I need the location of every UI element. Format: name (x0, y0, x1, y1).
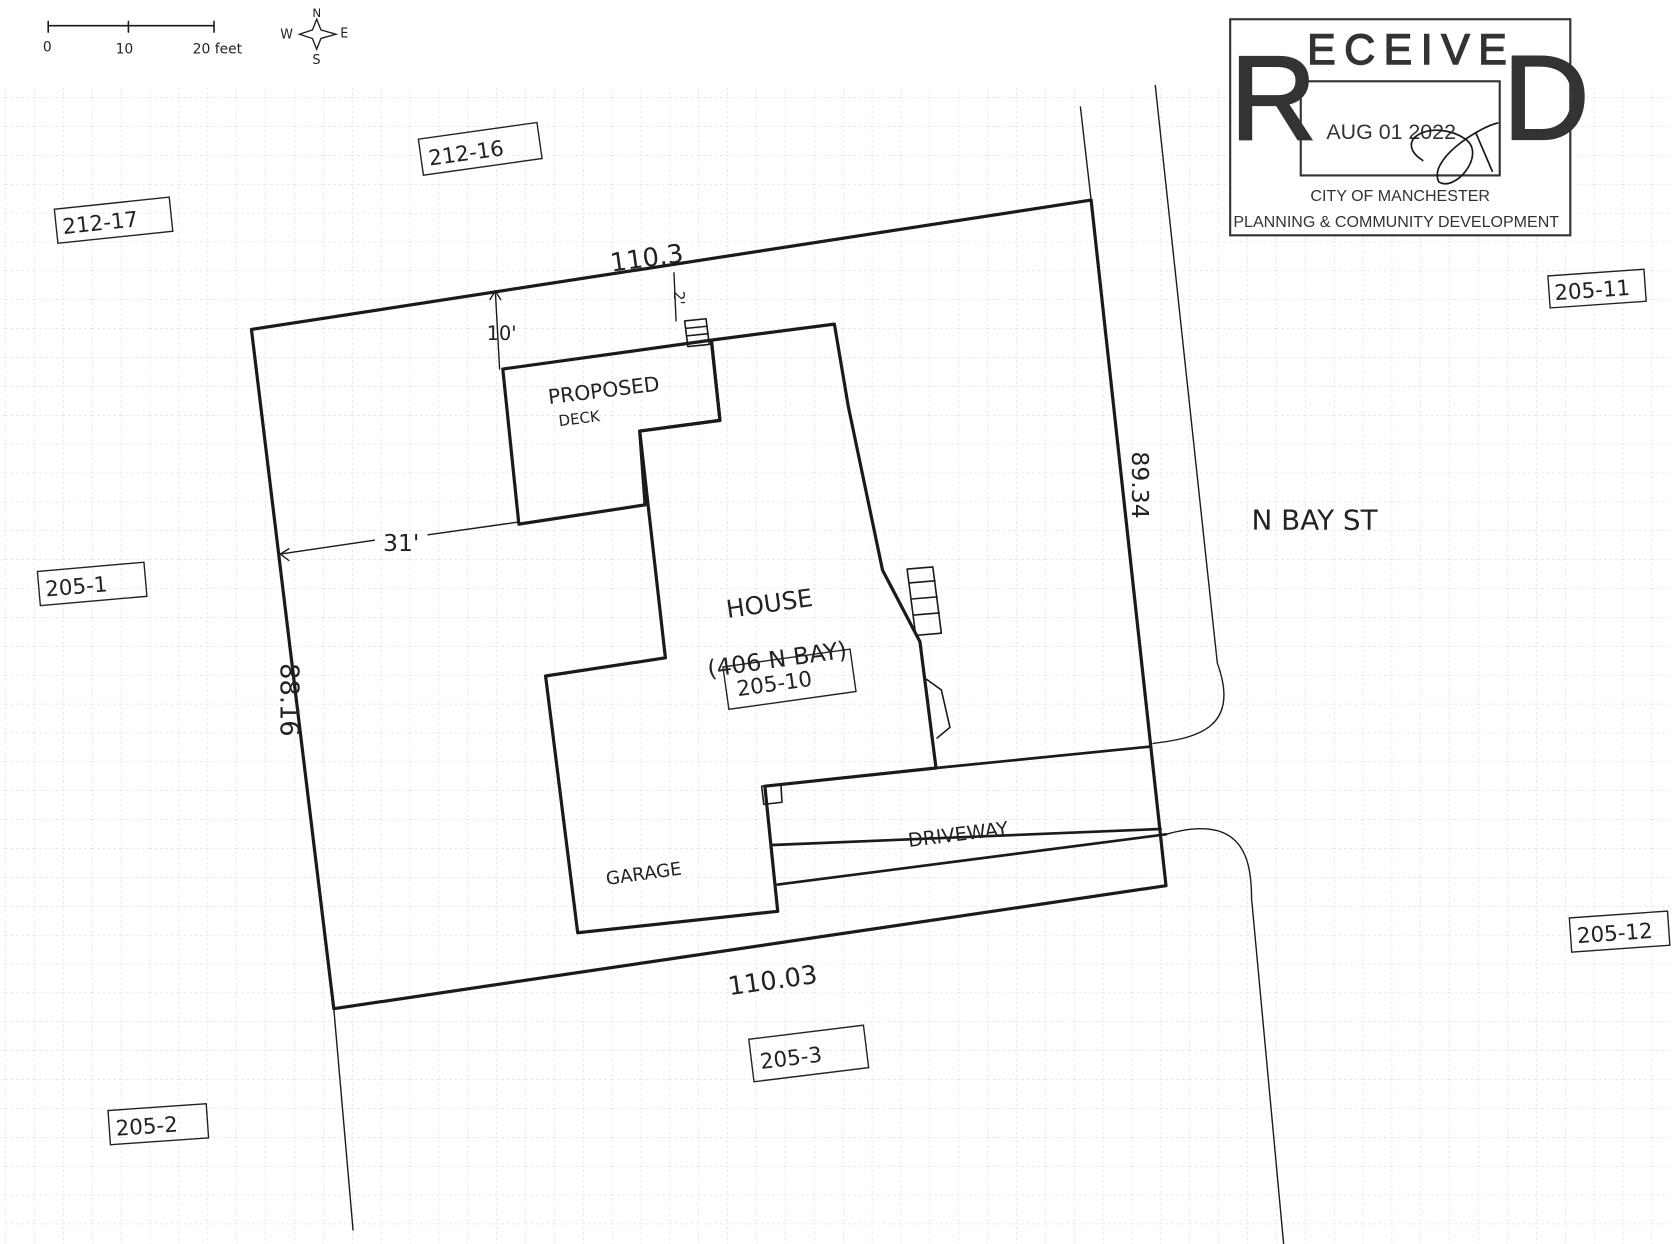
compass-rose-icon: N S E W (280, 6, 348, 68)
date-label: AUG 01 2022 (1326, 120, 1456, 144)
street-edge (333, 84, 1285, 1244)
parcel-labels: 212-16 212-17 205-11 205-1 205-12 205-3 … (36, 121, 1671, 1146)
w-label: W (280, 28, 293, 43)
big-r-label: R (1230, 32, 1317, 165)
0-label: 0 (43, 39, 52, 55)
p205-2-label: 205-2 (115, 1112, 179, 1141)
p205-11-label: 205-11 (1554, 276, 1631, 306)
signature (1410, 122, 1499, 185)
line1-label: CITY OF MANCHESTER (1310, 187, 1490, 205)
driveway-outline (771, 745, 1168, 886)
street-label: N BAY ST (1252, 503, 1379, 536)
lot-boundary (249, 198, 1168, 1011)
setback-lines (279, 272, 677, 562)
received-stamp: R ECEIVE D AUG 01 2022 CITY OF MANCHESTE… (1229, 18, 1591, 237)
p205-12-label: 205-12 (1576, 919, 1653, 949)
deck-2-label: DECK (558, 407, 602, 430)
big-d-label: D (1503, 32, 1590, 165)
left-label: 88.16 (273, 663, 303, 736)
line2-label: PLANNING & COMMUNITY DEVELOPMENT (1233, 213, 1559, 231)
right-label: 89.34 (1126, 451, 1154, 518)
n-label: N (312, 6, 321, 20)
small-label: 2' (670, 291, 688, 305)
scale-bar: 0 10 20 feet (43, 20, 243, 57)
2-label: 20 feet (193, 41, 243, 57)
s-label: S (312, 53, 320, 68)
middle-label: ECEIVE (1307, 26, 1515, 74)
setback-rear-label: 10' (487, 322, 517, 345)
graph-paper-grid (0, 85, 1672, 1244)
p205-1-label: 205-1 (44, 572, 108, 602)
proposed-deck-outline (501, 338, 722, 526)
setback-side-label: 31' (383, 529, 419, 557)
1-label: 10 (116, 41, 134, 57)
e-label: E (340, 26, 348, 41)
steps (683, 317, 951, 806)
